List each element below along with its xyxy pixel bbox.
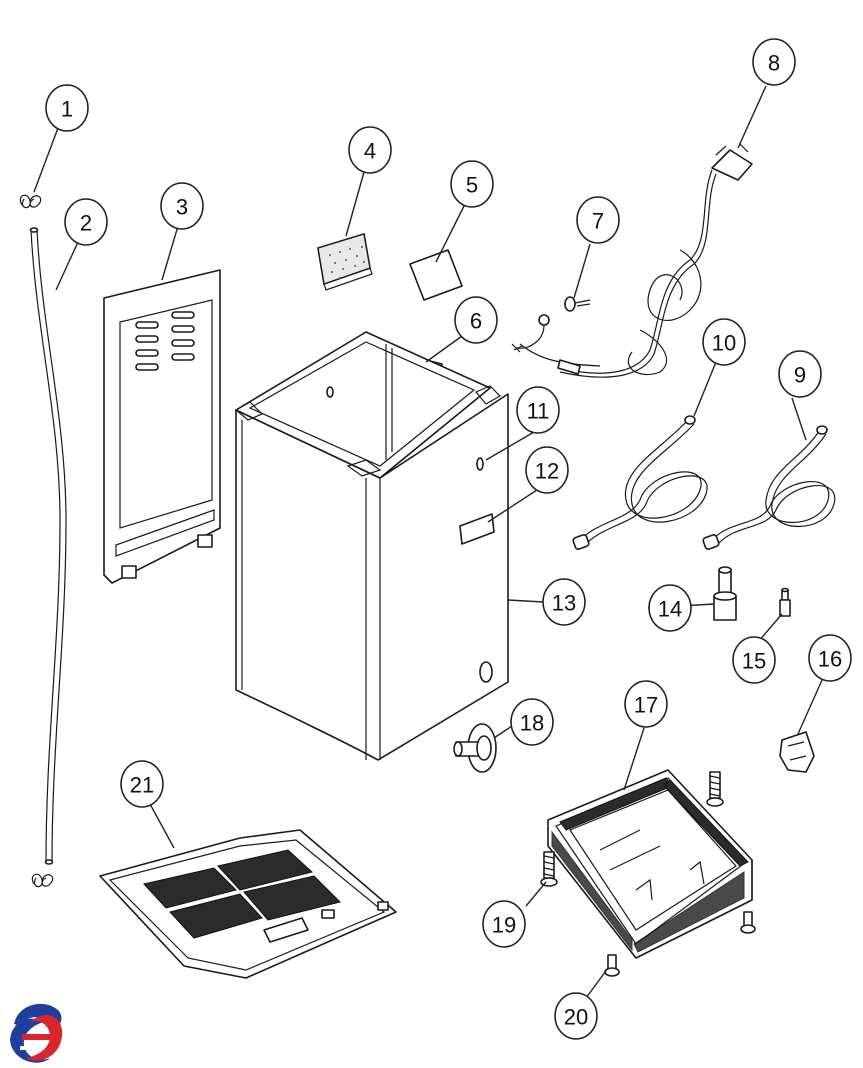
callout-circle: [732, 636, 776, 684]
callout-circle: [554, 992, 598, 1040]
callout-18: 18: [510, 698, 554, 746]
callout-11: 11: [516, 386, 560, 434]
callout-12: 12: [525, 446, 569, 494]
inlet-hose-2: [702, 425, 836, 550]
callout-circle: [542, 578, 586, 626]
foam-pad: [317, 233, 373, 291]
callout-number: 5: [466, 173, 478, 198]
callout-number: 11: [527, 399, 550, 424]
callout-8: 8: [752, 38, 796, 86]
callout-number: 18: [520, 711, 544, 736]
callout-number: 6: [470, 309, 482, 334]
callout-circle: [808, 634, 852, 682]
callout-number: 7: [592, 209, 604, 234]
callout-14: 14: [648, 584, 692, 632]
base-feet: [604, 911, 756, 977]
callout-circle: [45, 84, 89, 132]
callout-number: 3: [176, 195, 188, 220]
callout-circle: [576, 196, 620, 244]
callout-circle: [648, 584, 692, 632]
callout-5: 5: [450, 160, 494, 208]
callout-circle: [525, 446, 569, 494]
callout-number: 14: [658, 597, 682, 622]
cabinet-body: [234, 331, 509, 761]
callout-6: 6: [454, 296, 498, 344]
callout-circle: [482, 900, 526, 948]
callout-circle: [778, 350, 822, 398]
callout-19: 19: [482, 900, 526, 948]
back-panel: [103, 269, 221, 584]
ground-screw-and-wire: [515, 296, 601, 367]
callout-10: 10: [702, 318, 746, 366]
callout-number: 13: [552, 591, 576, 616]
callout-number: 19: [492, 913, 516, 938]
callout-13: 13: [542, 578, 586, 626]
callout-15: 15: [732, 636, 776, 684]
callout-number: 15: [742, 649, 766, 674]
callout-16: 16: [808, 634, 852, 682]
callout-circle: [510, 698, 554, 746]
callout-7: 7: [576, 196, 620, 244]
callout-3: 3: [160, 182, 204, 230]
callout-circle: [160, 182, 204, 230]
callout-circle: [120, 760, 164, 808]
drain-outlet: [453, 723, 497, 773]
callout-number: 2: [80, 211, 92, 236]
callout-number: 17: [634, 693, 658, 718]
bottom-cover: [99, 829, 397, 979]
callout-number: 12: [535, 459, 559, 484]
callout-number: 1: [61, 97, 73, 122]
callout-circle: [454, 296, 498, 344]
callout-number: 16: [818, 647, 842, 672]
callout-20: 20: [554, 992, 598, 1040]
callout-number: 9: [794, 363, 806, 388]
power-cord: [511, 143, 753, 378]
callout-circle: [348, 126, 392, 174]
callout-number: 4: [364, 139, 376, 164]
drain-hose: [29, 227, 67, 865]
callout-circle: [450, 160, 494, 208]
brand-swirl-logo: [6, 1003, 66, 1064]
callout-9: 9: [778, 350, 822, 398]
callout-circle: [702, 318, 746, 366]
callout-4: 4: [348, 126, 392, 174]
callout-circle: [624, 680, 668, 728]
hose-clip-top: [19, 194, 42, 209]
callout-circle: [64, 198, 108, 246]
leg-bolt: [713, 566, 737, 621]
callout-number: 8: [768, 51, 780, 76]
base-frame: [547, 769, 753, 959]
small-bracket: [779, 731, 815, 773]
insulation-pad: [409, 249, 463, 301]
callout-17: 17: [624, 680, 668, 728]
callout-number: 10: [712, 331, 736, 356]
callout-number: 21: [130, 773, 154, 798]
base-bolts: [540, 771, 724, 887]
inlet-hose-1: [572, 415, 708, 550]
callout-circle: [516, 386, 560, 434]
hose-clip-bottom: [31, 873, 54, 888]
callout-number: 20: [564, 1005, 588, 1030]
callout-21: 21: [120, 760, 164, 808]
callout-1: 1: [45, 84, 89, 132]
callout-2: 2: [64, 198, 108, 246]
callout-circle: [752, 38, 796, 86]
small-pin: [779, 587, 791, 617]
